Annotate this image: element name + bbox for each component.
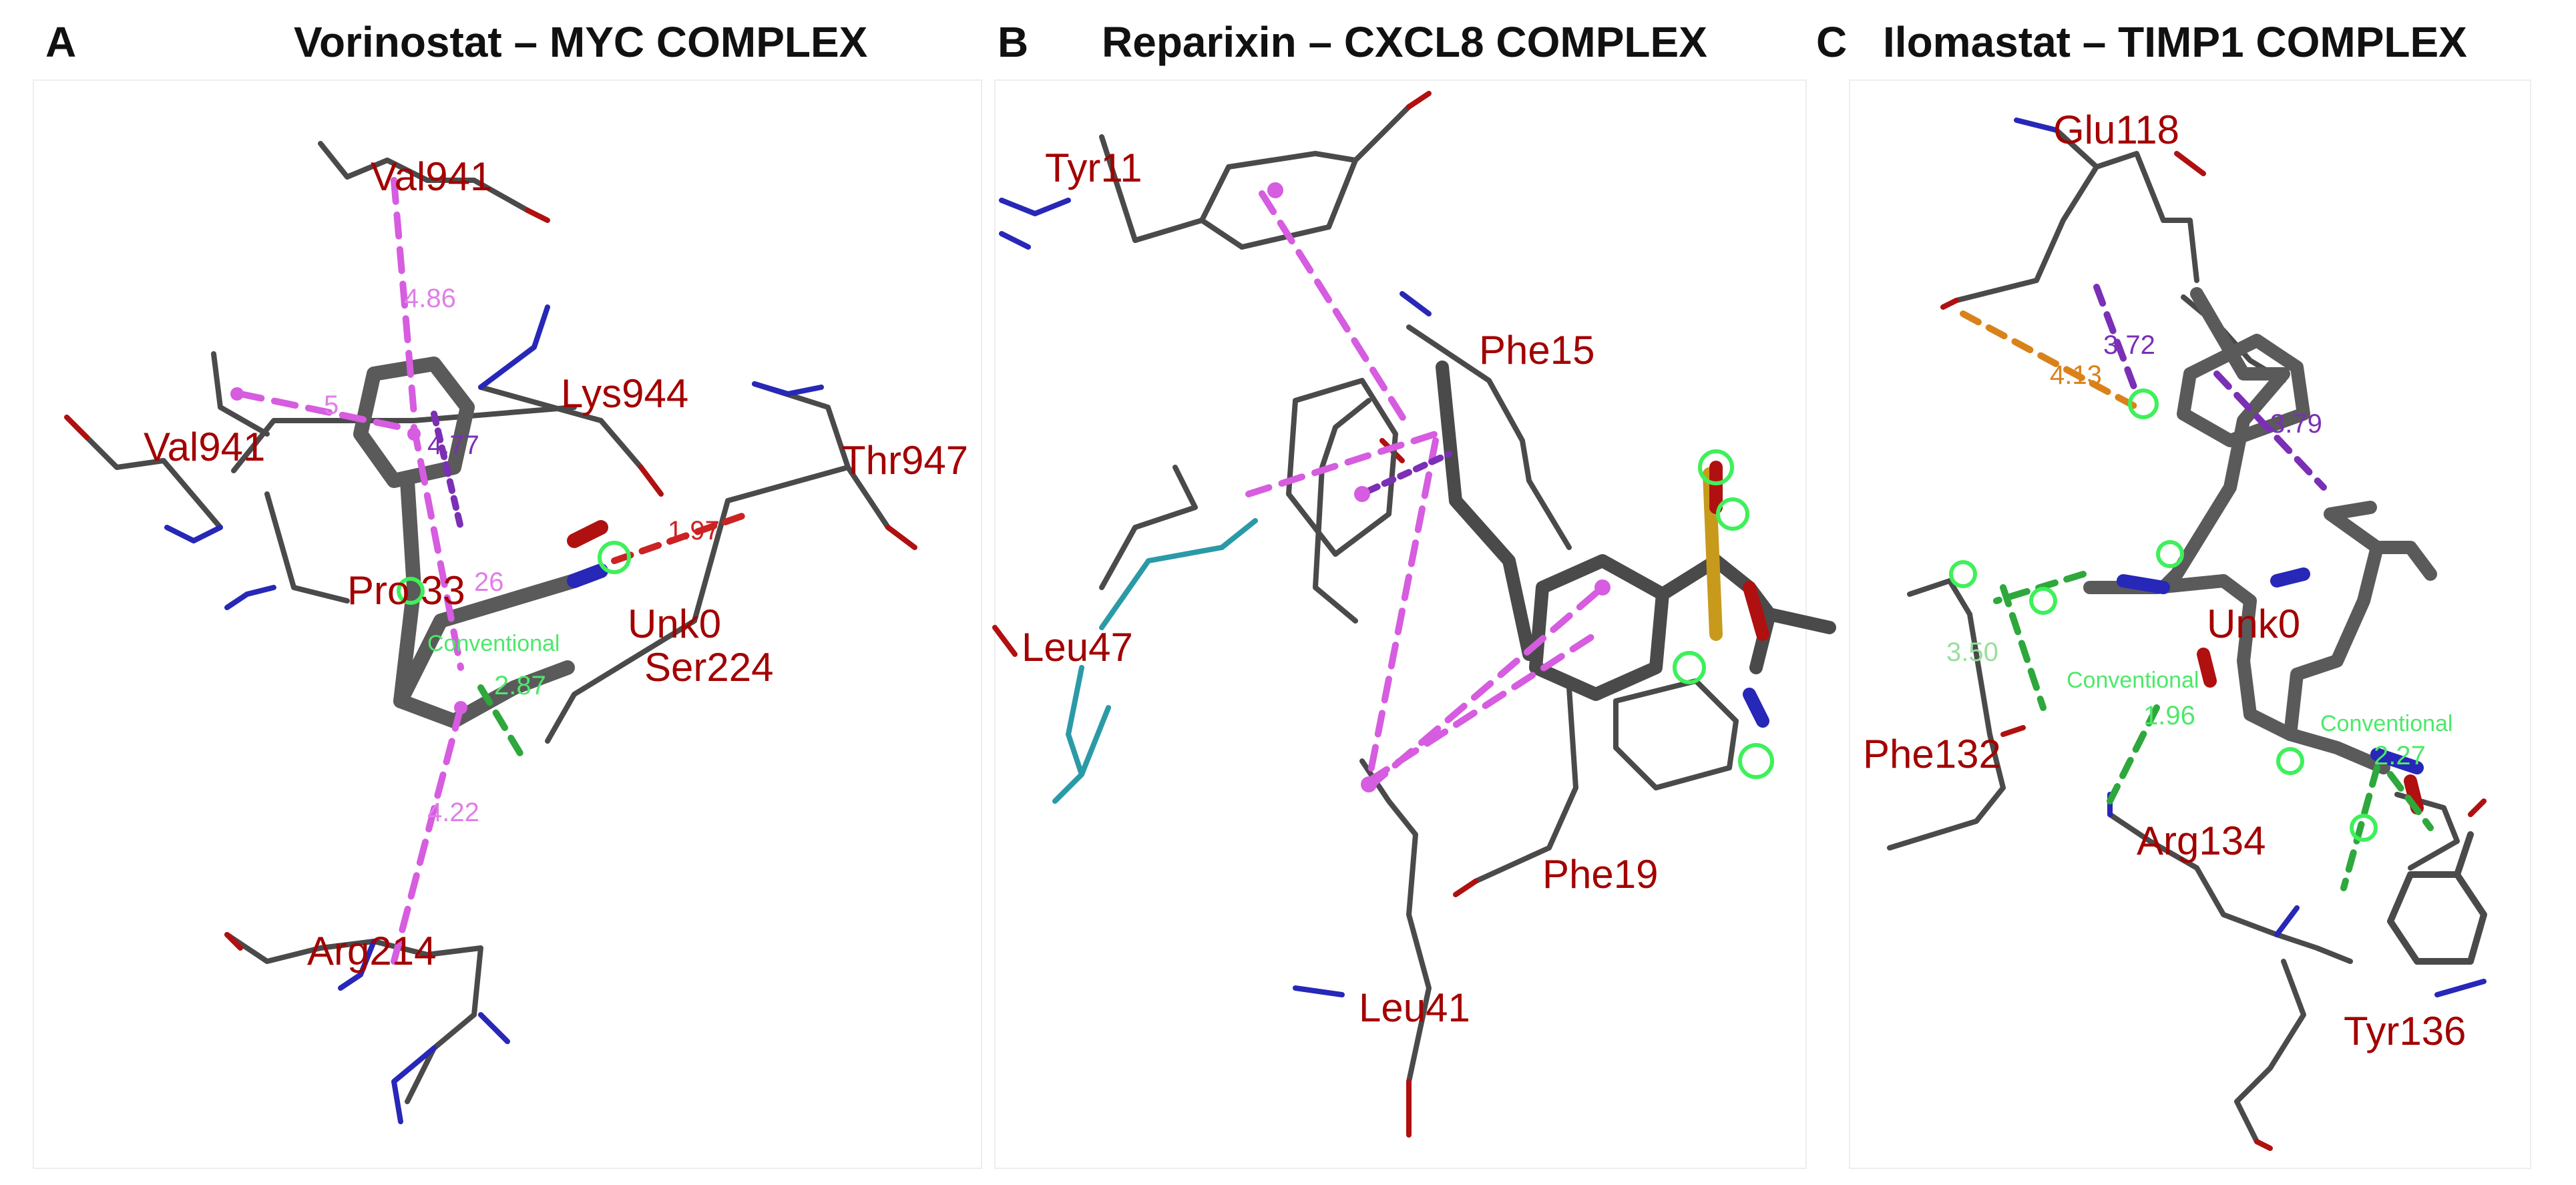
residue-label: Arg214 bbox=[307, 929, 436, 973]
residue-label: Lys944 bbox=[561, 371, 688, 416]
residue-label: Glu118 bbox=[2053, 107, 2179, 152]
residue-label: Tyr136 bbox=[2344, 1009, 2466, 1053]
residue-label: Val941 bbox=[371, 154, 492, 199]
panel-c-title: Ilomastat – TIMP1 COMPLEX bbox=[1883, 18, 2467, 66]
distance-label: 3.79 bbox=[2270, 409, 2322, 439]
panel-c-labels: Glu118 Unk0 Phe132 Arg134 Tyr136 3.72 4.… bbox=[1863, 107, 2466, 1053]
residue-label: Ser224 bbox=[644, 645, 773, 690]
residue-label: Phe19 bbox=[1542, 852, 1659, 897]
residue-label: Val941 bbox=[144, 425, 265, 469]
residue-label: Phe15 bbox=[1479, 328, 1595, 373]
residue-label: Arg134 bbox=[2137, 818, 2266, 863]
panel-b-structure bbox=[992, 91, 1836, 1138]
residue-label: Tyr11 bbox=[1045, 146, 1142, 190]
residue-label: Unk0 bbox=[2207, 602, 2300, 646]
distance-label: 1.97 bbox=[668, 516, 720, 545]
residue-label: Pro 33 bbox=[347, 568, 465, 613]
distance-label: 2.87 bbox=[494, 671, 546, 700]
distance-label: 1.96 bbox=[2143, 701, 2195, 730]
residue-label: Leu47 bbox=[1022, 625, 1133, 670]
distance-label: 3.50 bbox=[1946, 638, 1998, 667]
residue-label: Unk0 bbox=[628, 602, 721, 646]
distance-label: 3.72 bbox=[2103, 330, 2155, 360]
bond-type-label: Conventional bbox=[2320, 711, 2452, 736]
panel-a-frame bbox=[33, 79, 982, 1169]
distance-label: 2.27 bbox=[2374, 741, 2426, 770]
panel-c-letter: C bbox=[1816, 18, 1848, 66]
distance-label: 4.77 bbox=[427, 431, 479, 460]
distance-label: 4.13 bbox=[2050, 361, 2102, 390]
bond-type-label: Conventional bbox=[427, 631, 560, 656]
distance-label: 4.22 bbox=[427, 798, 479, 827]
distance-label: 5 bbox=[324, 391, 339, 420]
panel-a-letter: A bbox=[45, 18, 77, 66]
bond-type-label: Conventional bbox=[2067, 668, 2199, 693]
panel-c-frame bbox=[1849, 79, 2531, 1169]
panel-c-structure bbox=[1887, 117, 2487, 1151]
panel-b-letter: B bbox=[998, 18, 1029, 66]
residue-label: Thr947 bbox=[841, 438, 968, 483]
distance-label: 26 bbox=[474, 567, 504, 597]
panel-b-labels: Tyr11 Phe15 Leu47 Phe19 Leu41 bbox=[1022, 146, 1659, 1030]
distance-label: 4.86 bbox=[404, 284, 456, 313]
residue-label: Phe132 bbox=[1863, 732, 2001, 776]
panel-b-title: Reparixin – CXCL8 COMPLEX bbox=[1102, 18, 1707, 66]
panel-a-structure bbox=[64, 141, 917, 1124]
panel-a-labels: Val941 Lys944 Val941 Thr947 Pro 33 Unk0 … bbox=[144, 154, 968, 973]
residue-label: Leu41 bbox=[1359, 985, 1470, 1030]
panel-a-title: Vorinostat – MYC COMPLEX bbox=[294, 18, 868, 66]
